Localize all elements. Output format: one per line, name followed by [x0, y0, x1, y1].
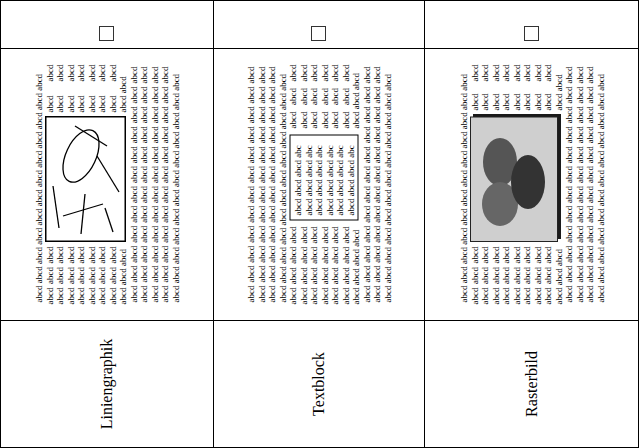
filler-text: abcd abcd abcd abcd abcd abcd abcd abcd … [287, 226, 361, 304]
filler-text: abcd abcd abcd abcd abcd abcd abcd abcd … [458, 66, 469, 302]
filler-text: abcd abcd abcd abcd abcd abcd abcd abcd … [361, 66, 393, 302]
filler-text: abcd abcd abcd abcd abcd abcd abcd abcd … [469, 64, 564, 110]
checkbox [100, 27, 539, 41]
block-text: abcd abcd abcd abc abcd abcd abcd abc ab… [292, 139, 355, 215]
filler-text: abcd abcd abcd abcd abcd abcd abcd abcd … [245, 66, 287, 302]
cell-caption: Textblock [310, 352, 328, 416]
page-mockup: abcd abcd abcd abcd abcd abcd abcd abcd … [245, 64, 392, 304]
cell-caption: Rasterbild [523, 351, 541, 417]
filler-text: abcd abcd abcd abcd abcd abcd abcd abcd … [44, 246, 128, 304]
raster-image [470, 114, 562, 242]
filler-text: abcd abcd abcd abcd abcd abcd abcd abcd … [33, 66, 44, 302]
filler-text: abcd abcd abcd abcd abcd abcd abcd abcd … [469, 246, 564, 304]
filler-text: abcd abcd abcd abcd abcd abcd abcd abcd … [563, 66, 605, 302]
filler-text: abcd abcd abcd abcd abcd abcd abcd abcd … [128, 66, 181, 302]
page-mockup: abcd abcd abcd abcd abcd abcd abcd abcd … [458, 64, 605, 304]
filler-text: abcd abcd abcd abcd abcd abcd abcd abcd … [44, 64, 128, 112]
cell-caption: Liniengraphik [98, 339, 116, 430]
line-graphic [45, 116, 126, 242]
text-block-box: abcd abcd abcd abc abcd abcd abcd abc ab… [289, 134, 358, 220]
page-mockup: abcd abcd abcd abcd abcd abcd abcd abcd … [33, 64, 180, 304]
filler-text: abcd abcd abcd abcd abcd abcd abcd abcd … [287, 64, 361, 128]
